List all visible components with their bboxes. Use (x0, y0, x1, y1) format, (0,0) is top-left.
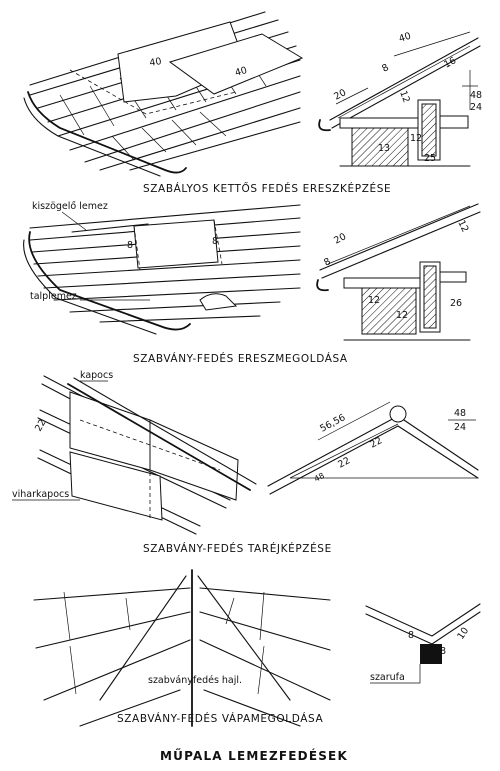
caption-double-eaves: SZABÁLYOS KETTŐS FEDÉS ERESZKÉPZÉSE (143, 181, 391, 195)
sec2-dim-12: 12 (455, 218, 470, 234)
double-eaves-section-drawing: 40 20 8 12 16 48 24 13 12 25 (318, 31, 482, 167)
standard-eaves-plan-drawing: 8 8 (23, 204, 301, 335)
valley-dim-10: 10 (455, 626, 471, 642)
double-eaves-plan-drawing: 40 40 (23, 11, 304, 177)
ridge-dim-48: 48 (454, 408, 466, 419)
ridge-section-drawing: 56,56 48 24 22 22 48 (267, 401, 479, 495)
sec2-dim-8: 8 (322, 256, 333, 269)
sec-dim-25: 25 (424, 153, 436, 164)
sec-dim-20: 20 (332, 87, 348, 102)
sec-dim-40: 40 (398, 31, 413, 45)
sec-dim-16: 16 (442, 55, 458, 70)
label-storm-clip: viharkapocs (12, 489, 69, 500)
ridge-dim-22a: 22 (336, 455, 352, 470)
caption-ridge: SZABVÁNY-FEDÉS TARÉJKÉPZÉSE (143, 542, 332, 555)
valley-plan-drawing (33, 569, 331, 727)
label-bend: szabványfedés hajl. (148, 675, 242, 686)
sec2-dim-12c: 12 (396, 310, 408, 321)
label-base-plate: talplemez (30, 291, 77, 302)
sec2-dim-26: 26 (450, 298, 462, 309)
caption-valley: SZABVÁNY-FEDÉS VÁPAMEGOLDÁSA (117, 712, 323, 725)
plan2-dim-b: 8 (212, 236, 218, 247)
label-nailing-plate: kiszögelő lemez (32, 201, 108, 212)
ridge-dim-56: 56,56 (318, 412, 347, 434)
ridge-plan-dim-22: 22 (33, 418, 49, 434)
sec2-dim-12b: 12 (368, 295, 380, 306)
sec-dim-12: 12 (397, 89, 411, 104)
valley-section-drawing: 8 8 10 (365, 603, 481, 664)
sec-dim-48: 48 (470, 90, 482, 101)
caption-standard-eaves: SZABVÁNY-FEDÉS ERESZMEGOLDÁSA (133, 352, 348, 365)
sec-dim-13: 13 (378, 143, 390, 154)
valley-dim-8b: 8 (440, 646, 446, 657)
ridge-dim-48b: 48 (313, 471, 326, 484)
plan2-dim-a: 8 (127, 240, 133, 251)
ridge-dim-24: 24 (454, 422, 466, 433)
label-clip: kapocs (80, 370, 113, 381)
sec2-dim-20: 20 (332, 231, 348, 246)
standard-eaves-section-drawing: 20 8 12 12 12 26 (316, 203, 481, 341)
plan-dim-a: 40 (149, 56, 163, 69)
sec-dim-8: 8 (380, 62, 391, 75)
label-rafter: szarufa (370, 672, 405, 683)
ridge-dim-22b: 22 (368, 435, 384, 450)
sheet-title: MŰPALA LEMEZFEDÉSEK (160, 748, 348, 763)
sec-dim-12b: 12 (410, 133, 422, 144)
sec-dim-24: 24 (470, 102, 482, 113)
valley-dim-8a: 8 (408, 630, 414, 641)
plan-dim-b: 40 (234, 65, 249, 79)
ridge-plan-drawing: 22 (33, 375, 257, 535)
